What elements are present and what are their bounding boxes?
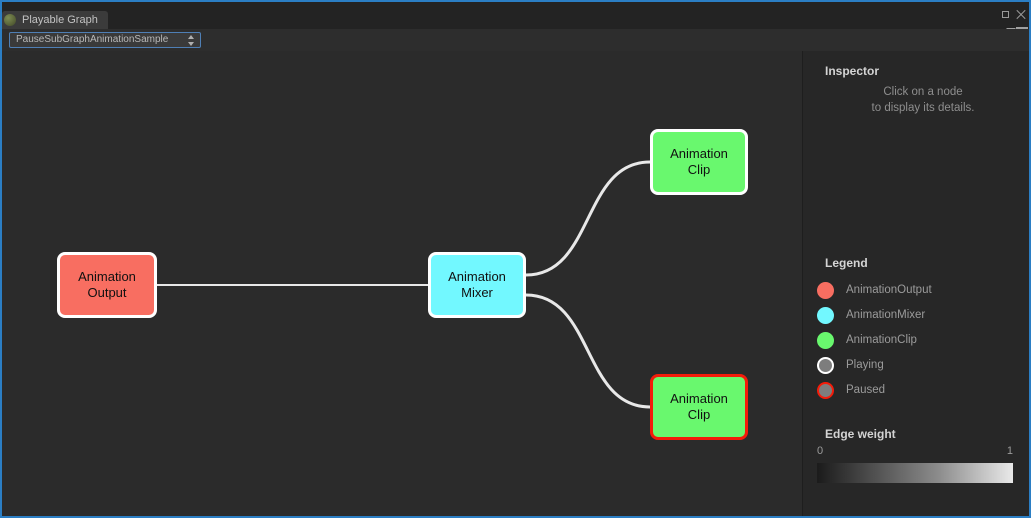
legend-item-label: AnimationOutput [846, 284, 932, 296]
menu-line-1 [1016, 27, 1028, 29]
legend-title: Legend [825, 256, 868, 270]
edge-weight-gradient [817, 463, 1013, 483]
graph-node-label: Animation [448, 269, 506, 284]
arrow-down-glyph [188, 42, 194, 46]
graph-select-dropdown[interactable]: PauseSubGraphAnimationSample [9, 32, 201, 48]
edge-weight-max-label: 1 [1006, 445, 1013, 457]
title-bar: Playable Graph [2, 2, 1029, 37]
graph-edge-animation-mixer-to-animation-clip-bottom [524, 293, 652, 409]
edge-weight-min-label: 0 [817, 445, 824, 457]
graph-node-label: Animation [78, 269, 136, 284]
graph-node-label: Clip [687, 407, 711, 422]
graph-node-label: Mixer [461, 285, 493, 300]
maximize-glyph [1002, 11, 1009, 18]
legend-item-label: AnimationClip [846, 334, 917, 346]
maximize-icon[interactable] [999, 8, 1013, 22]
inspector-hint: Click on a node to display its details. [871, 86, 975, 114]
legend-item: AnimationClip [817, 329, 1027, 354]
legend-item-label: Paused [846, 384, 886, 396]
playable-graph-icon [4, 14, 16, 26]
tab-playable-graph[interactable]: Playable Graph [2, 11, 108, 29]
graph-node-label: Output [87, 285, 127, 300]
edge-layer [156, 160, 652, 409]
side-panel: Inspector Click on a node to display its… [802, 51, 1029, 516]
legend-item: Paused [817, 379, 1027, 404]
graph-node-label: Clip [687, 162, 711, 177]
graph-node-label: Animation [670, 391, 728, 406]
legend-item: AnimationOutput [817, 279, 1027, 304]
legend-swatch-icon [817, 307, 834, 324]
legend-swatch-icon [817, 282, 834, 299]
inspector-title: Inspector [825, 64, 880, 78]
legend-swatch-icon [817, 357, 834, 374]
toolbar: PauseSubGraphAnimationSample [2, 29, 1029, 52]
legend-item: Playing [817, 354, 1027, 379]
edge-weight-title: Edge weight [825, 427, 896, 441]
legend-item-label: Playing [846, 359, 884, 371]
legend-item-label: AnimationMixer [846, 309, 926, 321]
close-icon[interactable] [1014, 8, 1028, 22]
arrow-up-glyph [188, 35, 194, 39]
legend-swatch-icon [817, 382, 834, 399]
legend-item: AnimationMixer [817, 304, 1027, 329]
legend-swatch-icon [817, 332, 834, 349]
updown-arrows-icon [188, 35, 195, 46]
graph-select-value: PauseSubGraphAnimationSample [16, 34, 169, 45]
graph-node-label: Animation [670, 146, 728, 161]
tab-label: Playable Graph [22, 14, 98, 26]
graph-edge-animation-mixer-to-animation-clip-top [524, 160, 652, 277]
